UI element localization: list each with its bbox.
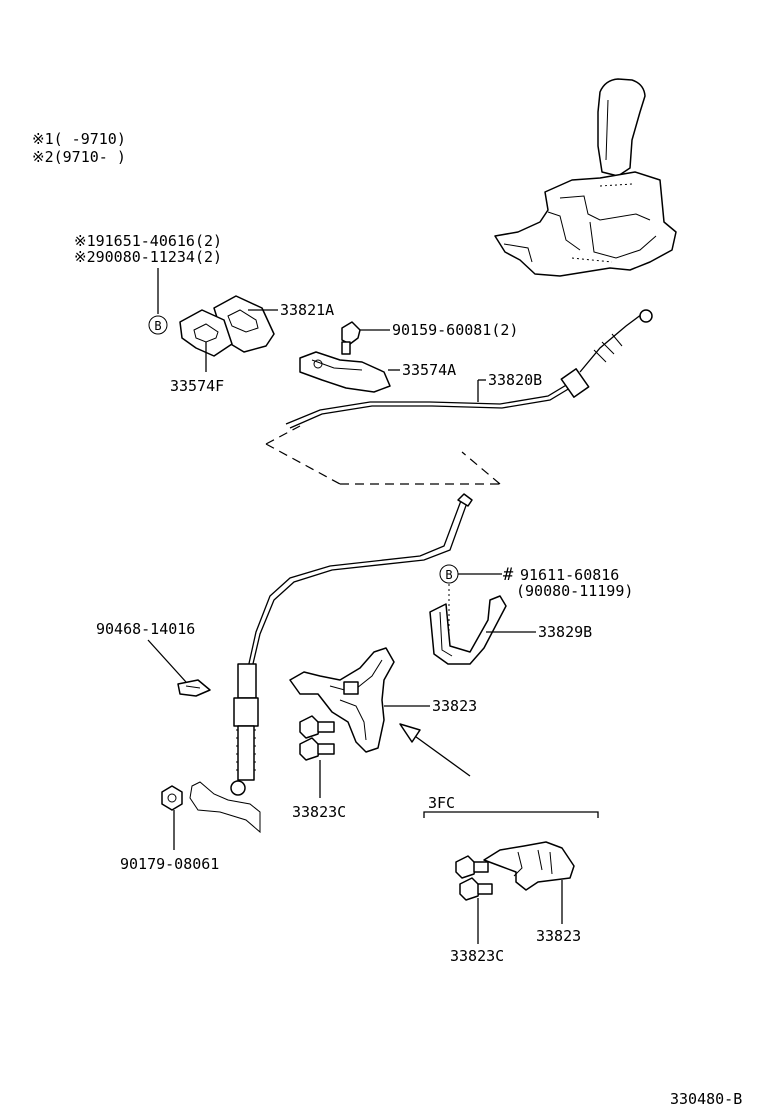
label-33574f: 33574F <box>170 377 224 395</box>
note-range-2: ※2(9710- ) <box>32 148 126 166</box>
transmission-bracket-outline <box>189 781 261 834</box>
bolt-33823c-2-icon <box>299 737 335 761</box>
label-33823c: 33823C <box>292 803 346 821</box>
group-3fc-bracket-line <box>423 811 599 818</box>
bracket-33823 <box>289 647 395 753</box>
label-90080: (90080-11199) <box>516 582 633 600</box>
svg-text:B: B <box>445 568 452 582</box>
ref-b-circle-2-icon: B <box>439 564 459 584</box>
shift-cable-33820b <box>230 309 653 796</box>
bolt-33823c-1-icon <box>299 715 335 739</box>
note-alt-part-1: ※191651-40616(2) <box>74 232 222 250</box>
label-33574a: 33574A <box>402 361 456 379</box>
leader-90468 <box>147 639 187 683</box>
label-33821a: 33821A <box>280 301 334 319</box>
label-91611: 91611-60816 <box>520 566 619 584</box>
bolt-90159-icon <box>341 321 361 355</box>
figure-id: 330480-B <box>670 1090 742 1108</box>
hash-mark: # <box>503 565 514 585</box>
label-90179: 90179-08061 <box>120 855 219 873</box>
label-90468: 90468-14016 <box>96 620 195 638</box>
label-33820b: 33820B <box>488 371 542 389</box>
ref-b-circle-icon: B <box>148 315 168 335</box>
label-33823: 33823 <box>432 697 477 715</box>
bracket-33829b <box>429 595 507 665</box>
note-range-1: ※1( -9710) <box>32 130 126 148</box>
arrow-head-icon <box>399 723 421 743</box>
bolt-33823c-3-icon <box>455 855 489 879</box>
retainer-33574a <box>299 351 391 393</box>
clip-90468-icon <box>177 679 211 697</box>
shift-lever-assembly <box>494 78 677 277</box>
note-alt-part-2: ※290080-11234(2) <box>74 248 222 266</box>
svg-text:B: B <box>154 319 161 333</box>
label-3fc: 3FC <box>428 794 455 812</box>
nut-90179-icon <box>161 785 183 811</box>
plate-33574f <box>179 309 233 357</box>
bolt-33823c-4-icon <box>459 877 493 901</box>
label-33823c-3fc: 33823C <box>450 947 504 965</box>
arrow-line <box>411 733 471 777</box>
label-90159: 90159-60081(2) <box>392 321 518 339</box>
bracket-33823-3fc <box>483 841 575 891</box>
label-33829b: 33829B <box>538 623 592 641</box>
label-33823-3fc: 33823 <box>536 927 581 945</box>
